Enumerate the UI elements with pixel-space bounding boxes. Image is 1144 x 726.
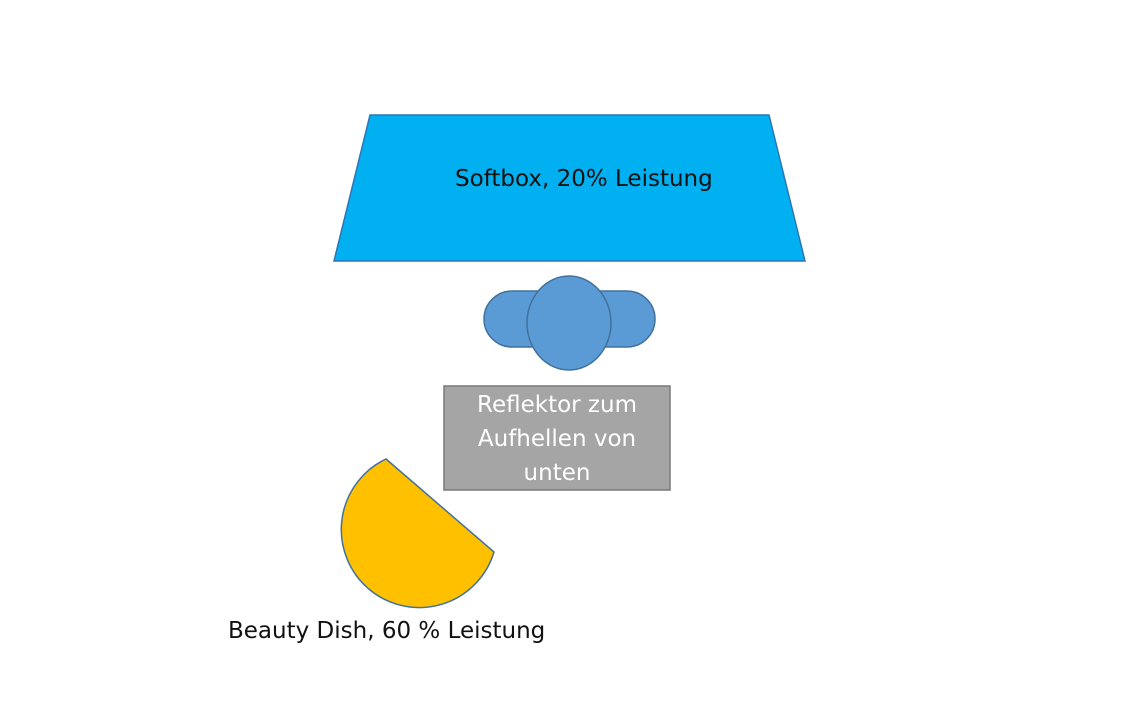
softbox-shape (333, 114, 806, 262)
reflector-shape (443, 385, 671, 491)
subject-head (526, 275, 612, 371)
beauty-dish-label: Beauty Dish, 60 % Leistung (228, 618, 546, 644)
softbox-label: Softbox, 20% Leistung (455, 166, 713, 192)
beauty-dish-shape (340, 458, 495, 609)
reflector-label: Reflektor zum Aufhellen von unten (477, 392, 637, 486)
